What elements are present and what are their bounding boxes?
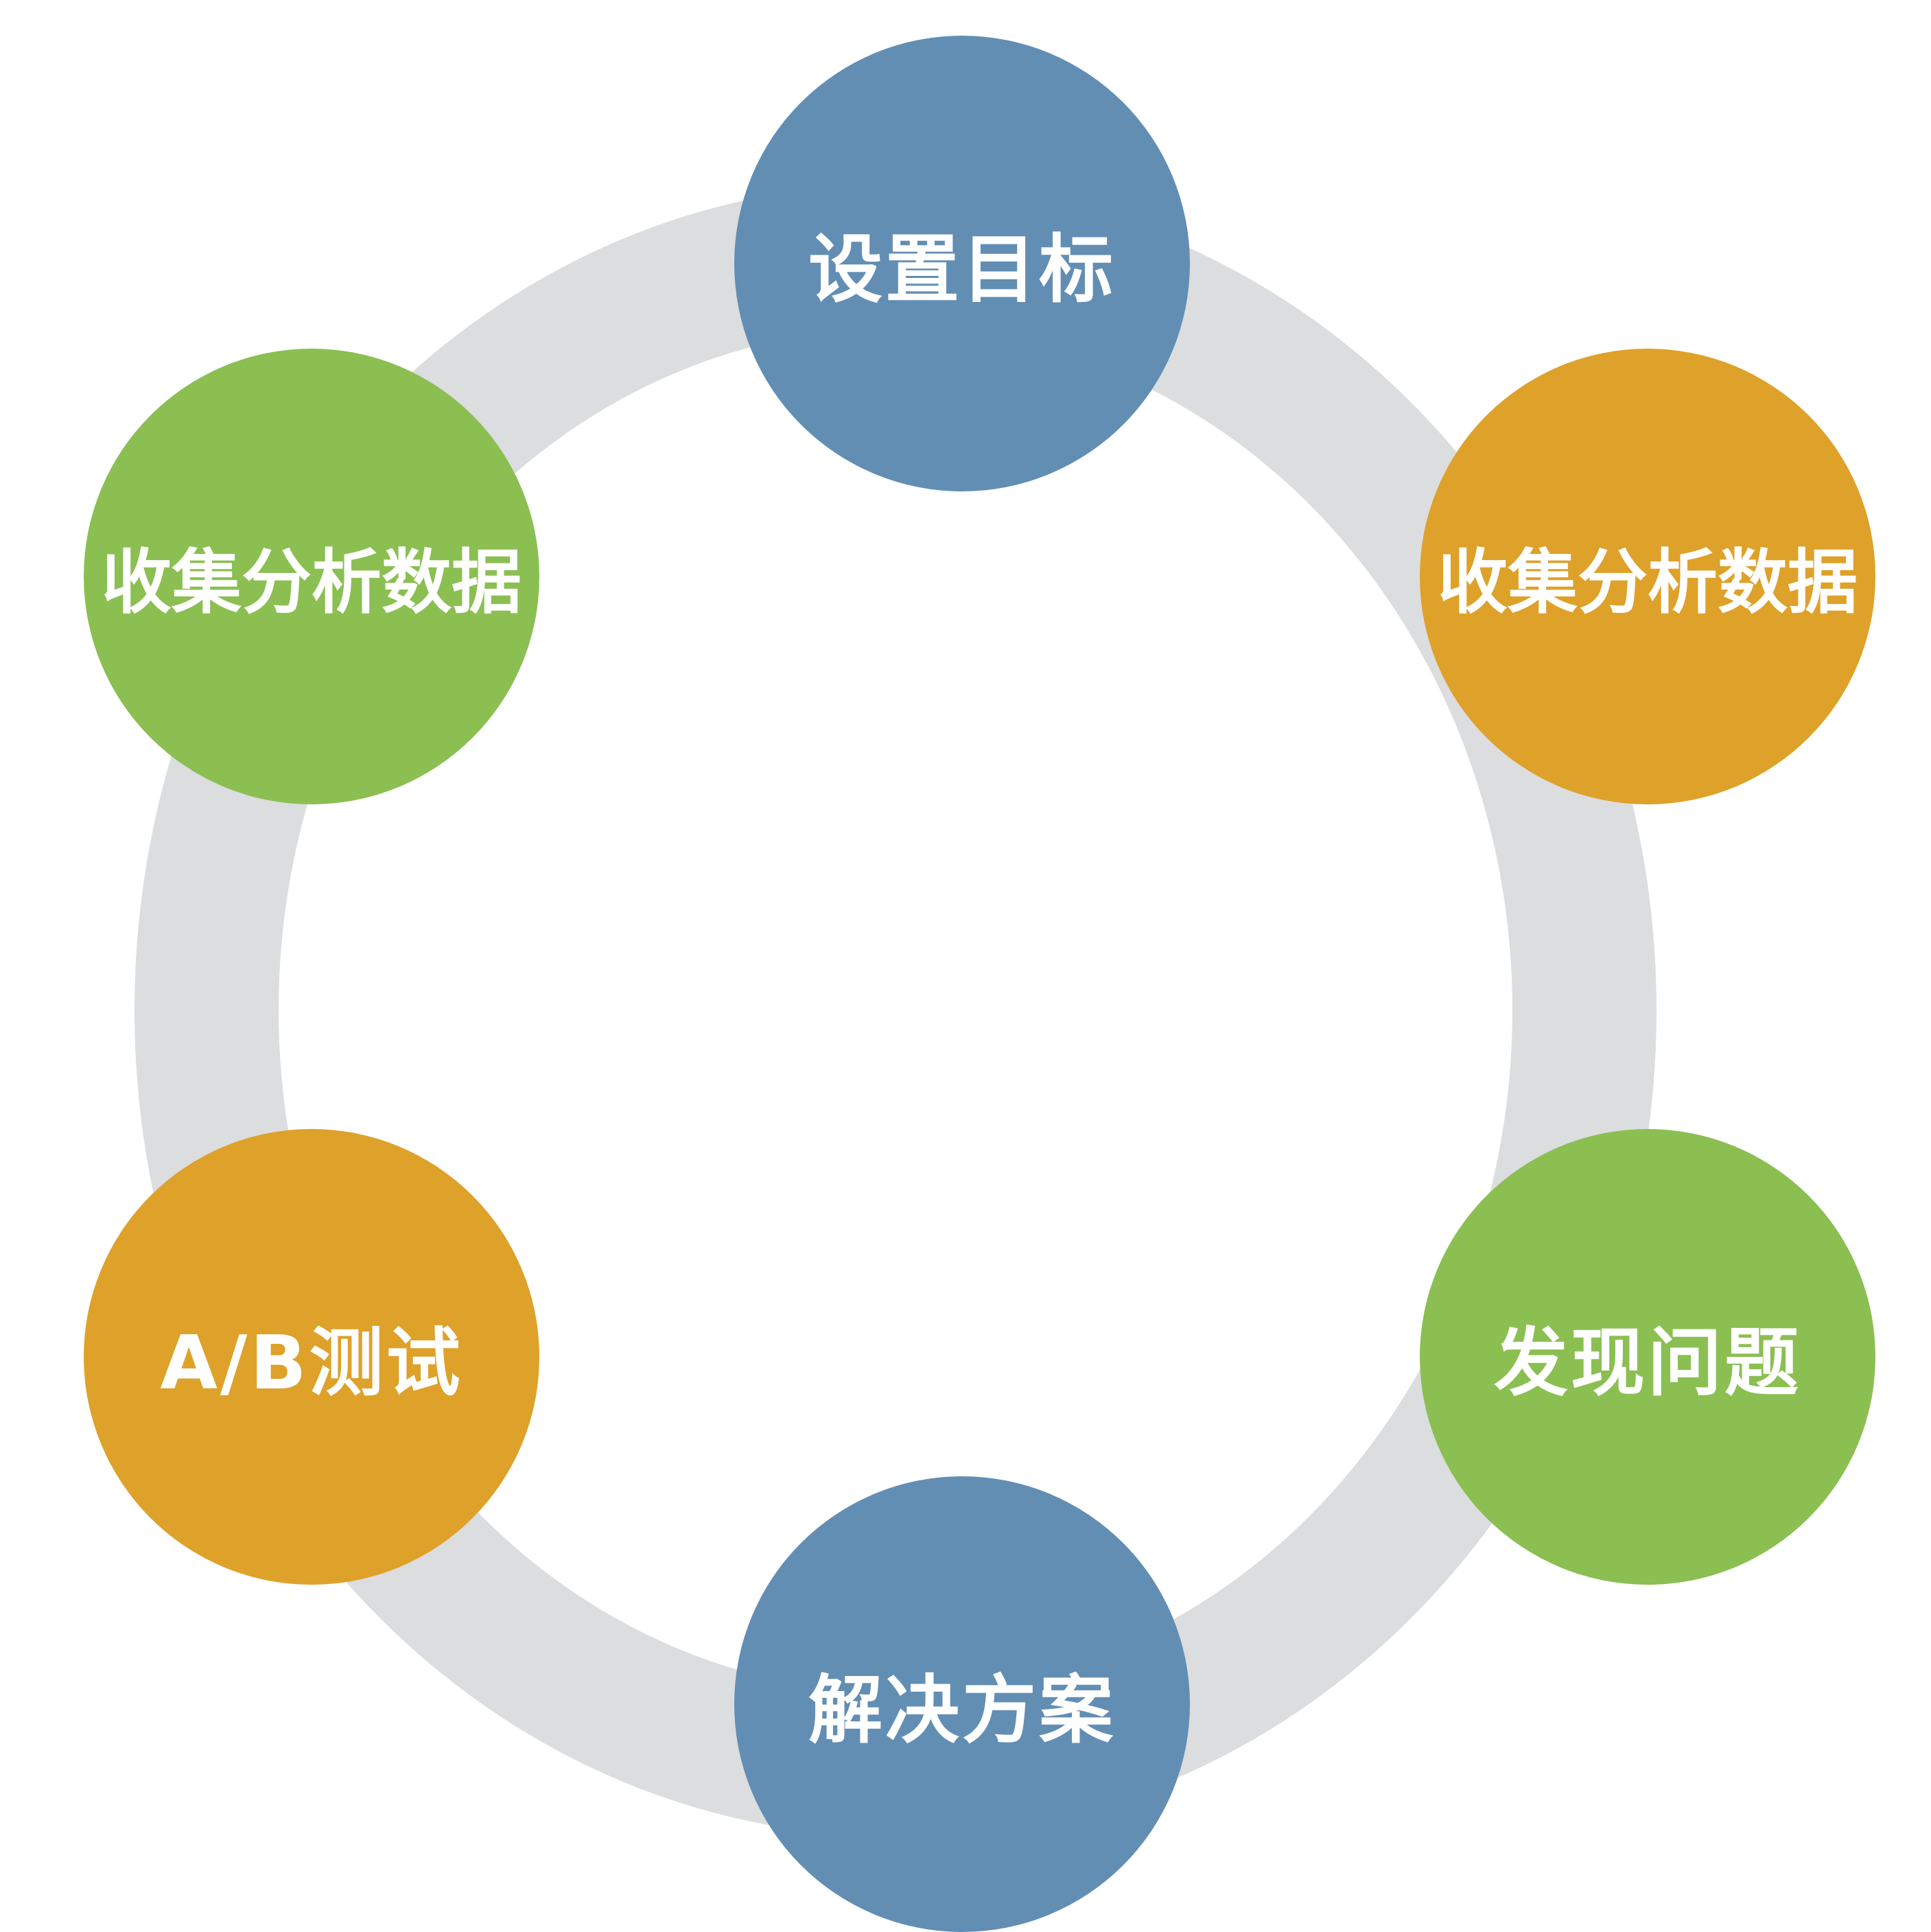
node-label: 发现问题 — [1493, 1320, 1801, 1406]
node-label: 收集分析数据 — [1438, 542, 1858, 624]
node-find-problem: 发现问题 — [1420, 1129, 1875, 1585]
node-collect-analyze-data-right: 收集分析数据 — [1420, 349, 1875, 804]
node-set-goal: 设置目标 — [734, 36, 1190, 491]
node-collect-analyze-data-left: 收集分析数据 — [84, 349, 539, 804]
node-label: 收集分析数据 — [102, 542, 522, 624]
node-ab-test: A/B测试 — [84, 1129, 539, 1585]
node-solution: 解决方案 — [734, 1476, 1190, 1932]
node-label: A/B测试 — [160, 1320, 463, 1406]
node-label: 设置目标 — [808, 227, 1116, 313]
node-label: 解决方案 — [808, 1668, 1116, 1754]
